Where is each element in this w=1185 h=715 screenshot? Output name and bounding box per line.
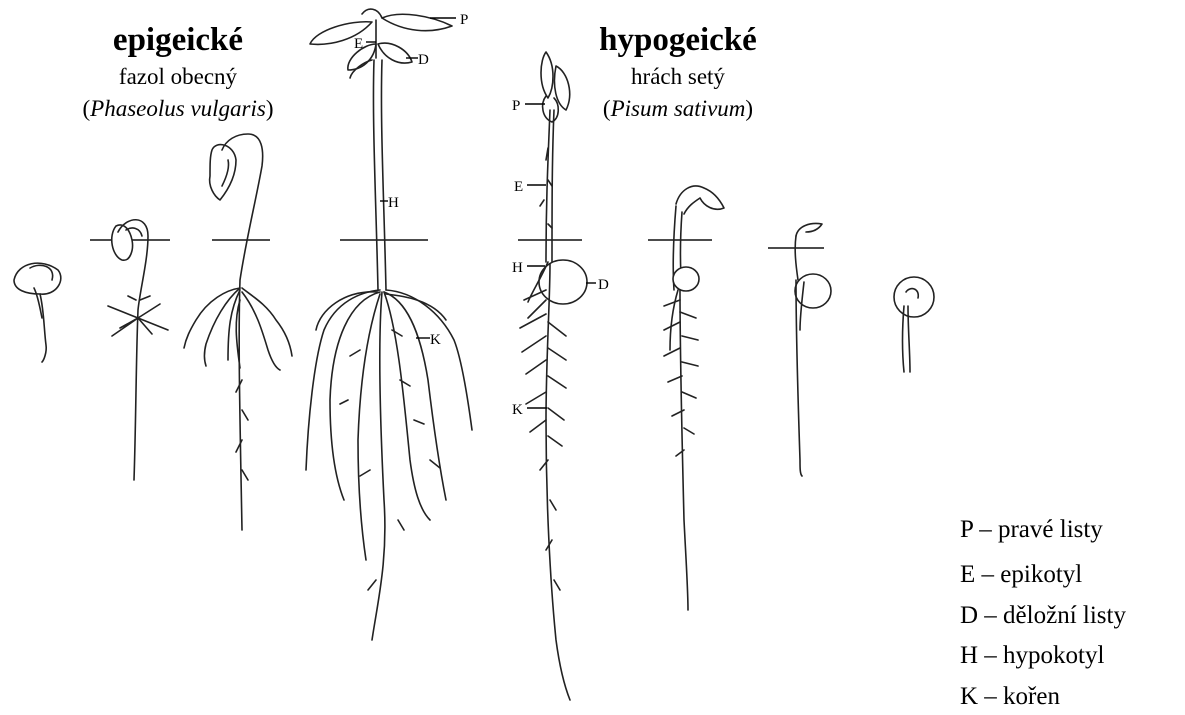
epigeic-latin-line: (Phaseolus vulgaris) xyxy=(82,96,273,121)
pea-label-k: K xyxy=(512,402,523,418)
epigeic-latin-name: Phaseolus vulgaris xyxy=(89,96,266,121)
pea-label-h: H xyxy=(512,260,523,276)
legend-item-p: P – pravé listy xyxy=(960,516,1103,543)
epigeic-title: epigeické xyxy=(113,22,243,58)
legend-item-k: K – kořen xyxy=(960,683,1060,710)
bean-label-d: D xyxy=(418,52,429,68)
hypogeic-title: hypogeické xyxy=(599,22,757,58)
legend-item-e: E – epikotyl xyxy=(960,561,1082,588)
bean-label-h: H xyxy=(388,195,399,211)
legend-item-d: D – děložní listy xyxy=(960,602,1126,629)
pea-label-d: D xyxy=(598,277,609,293)
bean-label-e: E xyxy=(354,36,363,52)
pea-seedling-stage-2 xyxy=(664,186,724,610)
pea-seedling-stage-1 xyxy=(520,52,587,700)
legend: P – pravé listy E – epikotyl D – děložní… xyxy=(960,516,1126,710)
bean-seedling-stage-1 xyxy=(14,263,61,362)
bean-seedling-stage-4 xyxy=(306,9,472,640)
epigeic-common-name: fazol obecný xyxy=(119,64,238,89)
bean-seedling-stage-2 xyxy=(108,220,168,480)
bean-label-p: P xyxy=(460,12,468,28)
hypogeic-common-name: hrách setý xyxy=(631,64,725,89)
pea-label-e: E xyxy=(514,179,523,195)
pea-label-p: P xyxy=(512,98,520,114)
pea-seedling-stage-3 xyxy=(795,224,831,477)
hypogeic-latin-line: (Pisum sativum) xyxy=(603,96,753,121)
bean-label-k: K xyxy=(430,332,441,348)
legend-item-h: H – hypokotyl xyxy=(960,642,1105,669)
bean-seedling-stage-3 xyxy=(184,134,292,530)
pea-label-group: P E H D K xyxy=(512,98,609,418)
hypogeic-latin-name: Pisum sativum xyxy=(610,96,746,121)
pea-seedling-stage-4 xyxy=(894,277,934,372)
